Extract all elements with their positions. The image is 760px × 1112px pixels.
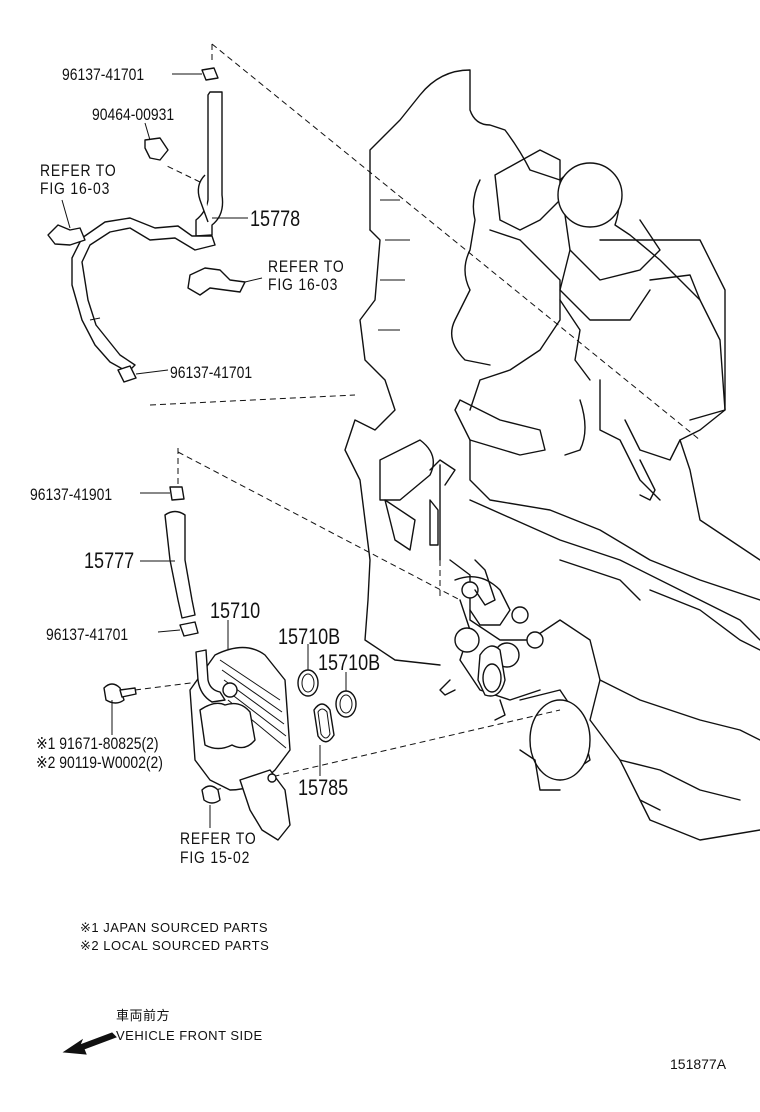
fasteners (103, 683, 221, 804)
engine-block (344, 69, 760, 841)
part-number-cooler: 15710 (210, 598, 261, 623)
part-number-clamp-top: 96137-41701 (62, 65, 145, 84)
reference-dashed-lines (134, 43, 701, 791)
part-number-clip: 90464-00931 (92, 105, 175, 124)
upper-clamps (47, 67, 246, 383)
oil-cooler (189, 646, 291, 841)
part-number-clamp-lower: 96137-41701 (46, 625, 129, 644)
leader-lines (61, 73, 347, 828)
part-number-hose-upper: 15778 (250, 206, 301, 231)
part-number-clamp-mid: 96137-41901 (30, 485, 113, 504)
part-number-oring-b: 15710B (318, 650, 381, 675)
refer-label-1-line1: REFER TO (40, 161, 117, 180)
refer-label-2-line1: REFER TO (268, 257, 345, 276)
part-number-clamp-lower-upper: 96137-41701 (170, 363, 253, 382)
figure-id: 151877A (670, 1056, 727, 1072)
refer-label-3-line1: REFER TO (180, 829, 257, 848)
direction-jp-label: 車両前方 (116, 1008, 171, 1023)
part-number-oring-a: 15710B (278, 624, 341, 649)
note-local-sourced: ※2 LOCAL SOURCED PARTS (80, 938, 270, 953)
part-number-bolt-1: ※1 91671-80825(2) (36, 734, 159, 753)
upper-hose (71, 91, 224, 373)
refer-label-1-line2: FIG 16-03 (40, 179, 111, 198)
refer-label-3-line2: FIG 15-02 (180, 848, 251, 867)
refer-label-2-line2: FIG 16-03 (268, 275, 339, 294)
arrow-left-down-icon (62, 1032, 117, 1055)
direction-label: VEHICLE FRONT SIDE (116, 1028, 263, 1043)
lower-hose (164, 486, 199, 637)
part-number-gasket: 15785 (298, 775, 349, 800)
part-number-bolt-2: ※2 90119-W0002(2) (36, 753, 163, 772)
seals (297, 669, 357, 743)
note-japan-sourced: ※1 JAPAN SOURCED PARTS (80, 920, 269, 935)
part-number-hose-lower: 15777 (84, 548, 135, 573)
